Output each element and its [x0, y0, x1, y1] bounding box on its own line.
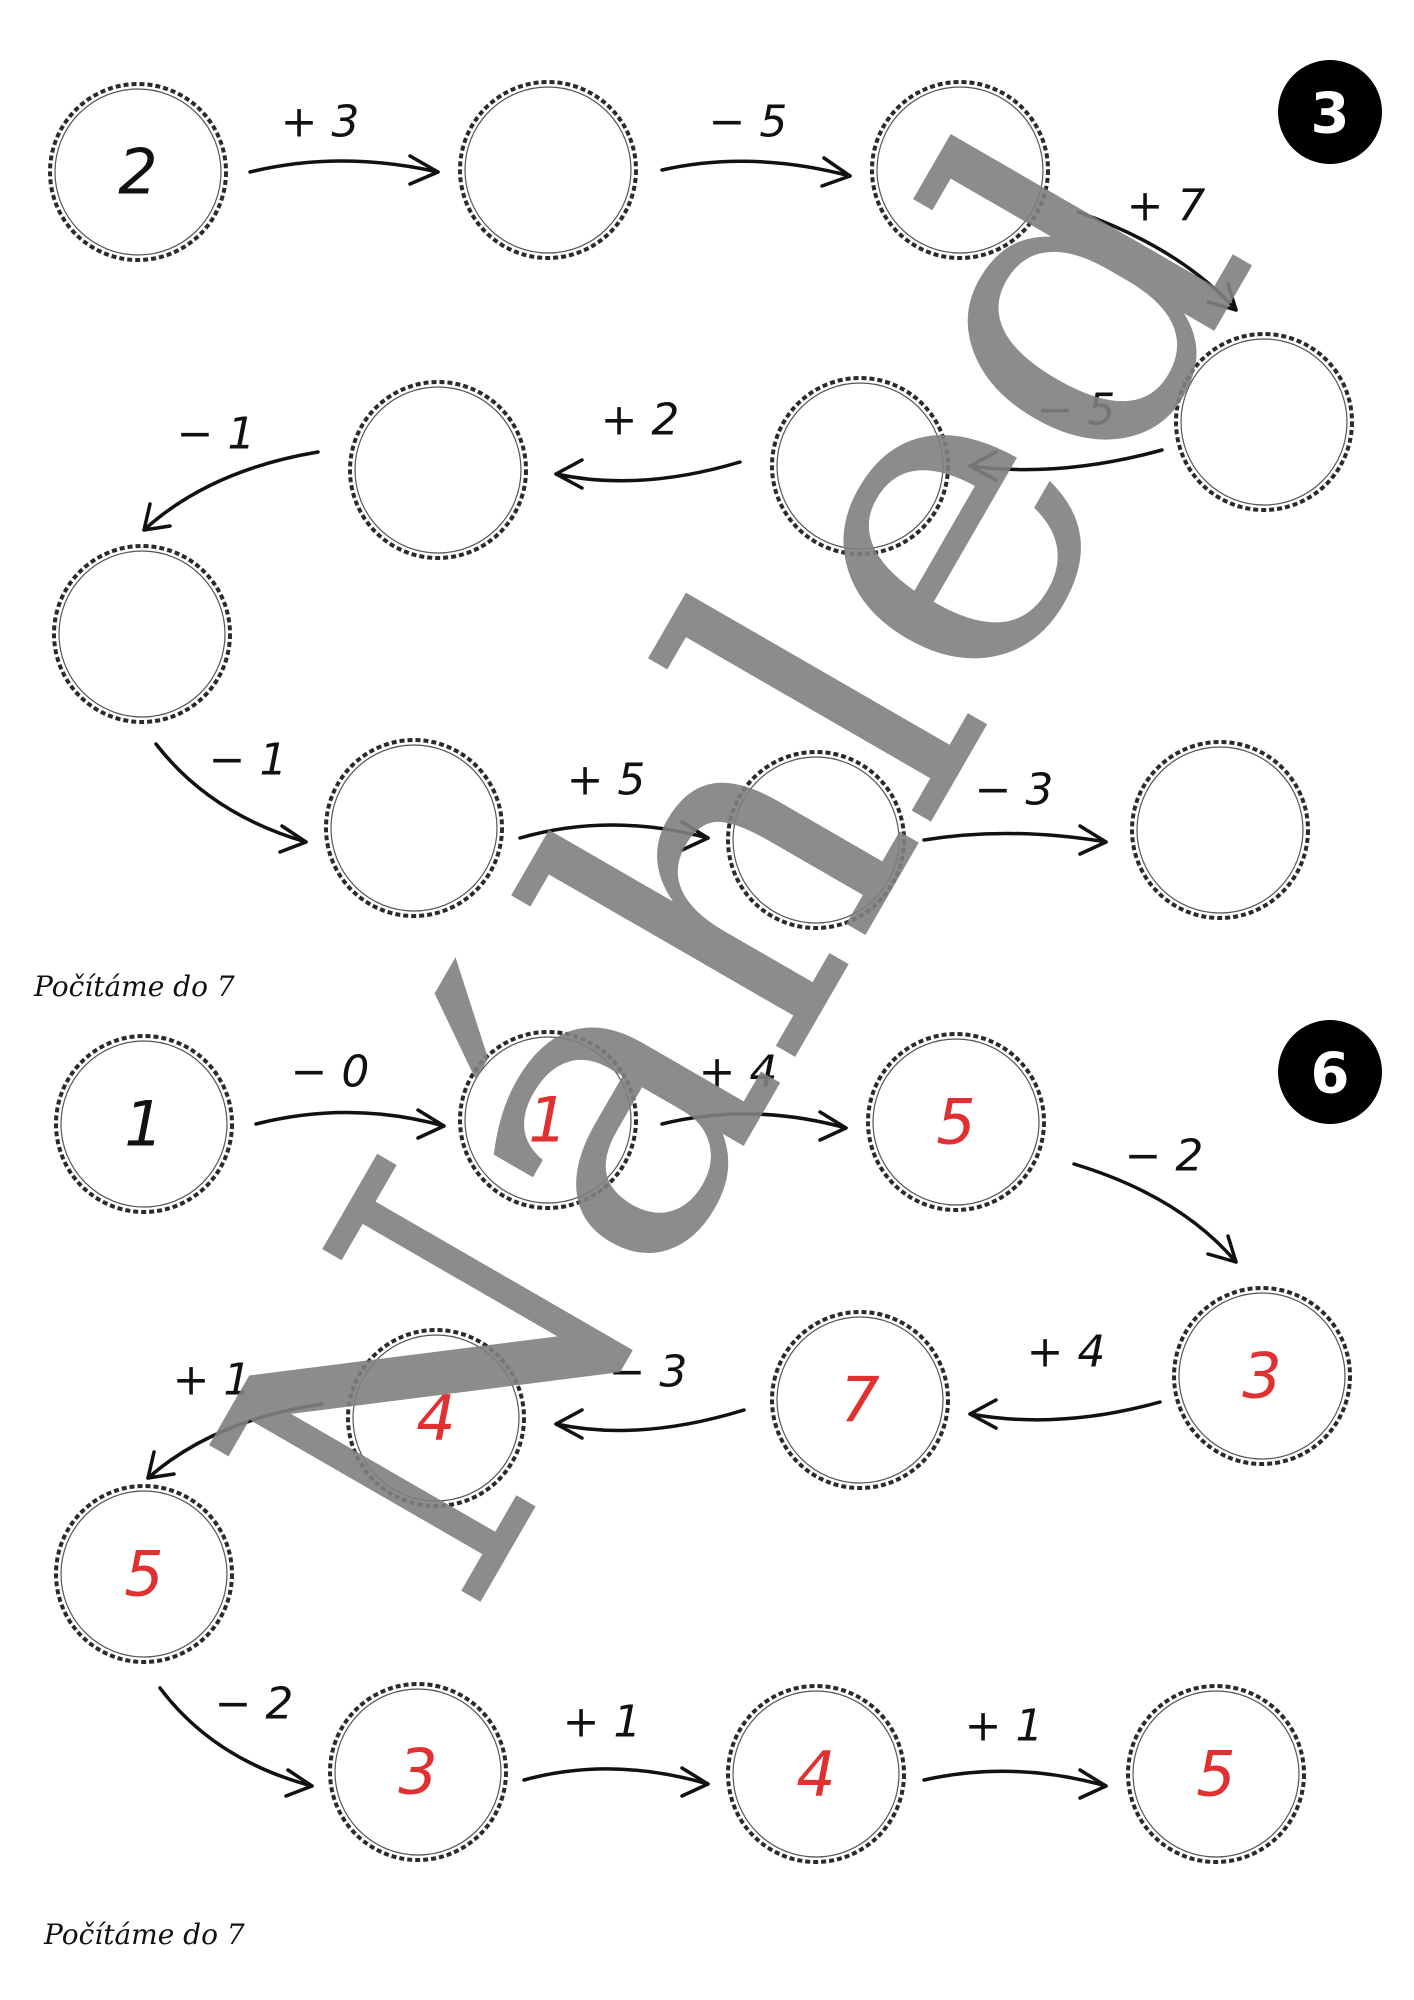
operation-label: − 5: [709, 97, 788, 148]
badge-3: 3: [1278, 60, 1382, 164]
operation-label: + 2: [601, 395, 680, 446]
number-circle[interactable]: [770, 376, 950, 556]
number-circle[interactable]: [458, 80, 638, 260]
number-circle[interactable]: 5: [866, 1032, 1046, 1212]
operation-label: − 1: [177, 409, 256, 460]
operation-label: − 3: [975, 765, 1054, 816]
circle-value: 7: [840, 1364, 879, 1437]
arrow: [660, 156, 852, 188]
number-circle[interactable]: 4: [346, 1328, 526, 1508]
circle-value: 4: [796, 1738, 835, 1811]
operation-label: − 2: [1125, 1131, 1204, 1182]
operation-label: − 0: [291, 1047, 370, 1098]
arrow: [146, 1402, 324, 1480]
puzzle-1: 3 2 + 3 − 5 + 7 − 5 + 2 − 1 − 1 + 5 − 3 …: [33, 60, 1382, 1003]
number-circle[interactable]: [324, 738, 504, 918]
number-circle[interactable]: 7: [770, 1310, 950, 1490]
operation-label: − 1: [209, 735, 288, 786]
arrow: [1072, 1162, 1238, 1264]
circle-value: 5: [936, 1086, 975, 1159]
arrow: [518, 820, 710, 852]
arrow: [154, 742, 308, 854]
badge-6: 6: [1278, 1020, 1382, 1124]
operation-label: + 5: [567, 755, 646, 806]
circle-value: 2: [118, 136, 157, 209]
circle-value: 4: [416, 1382, 455, 1455]
number-circle[interactable]: [1174, 332, 1354, 512]
arrow: [554, 1408, 746, 1440]
number-circle[interactable]: [726, 750, 906, 930]
operation-label: + 1: [173, 1355, 252, 1406]
operation-label: − 3: [609, 1347, 688, 1398]
arrow: [254, 1108, 446, 1140]
number-circle[interactable]: [52, 544, 232, 724]
operation-label: + 4: [699, 1047, 778, 1098]
number-circle[interactable]: [348, 380, 528, 560]
arrow: [922, 824, 1108, 856]
footer-caption: Počítáme do 7: [43, 1918, 245, 1951]
number-circle[interactable]: 1: [458, 1030, 638, 1210]
operation-label: − 2: [215, 1679, 294, 1730]
number-circle[interactable]: 3: [1172, 1286, 1352, 1466]
circle-value: 1: [528, 1084, 567, 1157]
preview-watermark: Náhled: [125, 55, 1346, 1671]
number-circle[interactable]: [870, 80, 1050, 260]
arrow: [968, 448, 1164, 482]
number-circle[interactable]: 1: [54, 1034, 234, 1214]
arrow: [1076, 210, 1238, 312]
number-circle[interactable]: 2: [48, 82, 228, 262]
arrow: [660, 1110, 848, 1142]
circle-value: 5: [1196, 1738, 1235, 1811]
operation-label: − 5: [1037, 385, 1116, 436]
number-circle[interactable]: 4: [726, 1684, 906, 1864]
circle-value: 3: [1242, 1340, 1281, 1413]
arrow: [248, 154, 440, 186]
arrow: [522, 1766, 710, 1798]
arrow: [922, 1768, 1108, 1800]
number-circle[interactable]: [1130, 740, 1310, 920]
arrow: [142, 450, 320, 532]
arrow: [158, 1686, 314, 1798]
circle-value: 1: [124, 1088, 163, 1161]
operation-label: + 1: [563, 1697, 642, 1748]
arrow: [554, 458, 742, 490]
arrow: [968, 1398, 1162, 1430]
circle-value: 5: [124, 1538, 163, 1611]
number-circle[interactable]: 5: [1126, 1684, 1306, 1864]
badge-number: 6: [1311, 1042, 1350, 1107]
footer-caption: Počítáme do 7: [33, 970, 235, 1003]
operation-label: + 4: [1027, 1327, 1106, 1378]
badge-number: 3: [1311, 82, 1350, 147]
puzzle-2: 6 1 1 5 3 7 4 5 3 4 5 − 0 + 4 − 2 + 4 − …: [43, 1020, 1382, 1951]
operation-label: + 3: [281, 97, 360, 148]
operation-label: + 1: [965, 1701, 1044, 1752]
circle-value: 3: [398, 1736, 437, 1809]
number-circle[interactable]: 5: [54, 1484, 234, 1664]
operation-label: + 7: [1127, 181, 1206, 232]
number-circle[interactable]: 3: [328, 1682, 508, 1862]
